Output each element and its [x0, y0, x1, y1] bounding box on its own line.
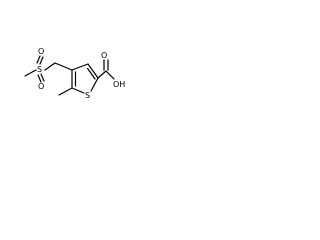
methyl-to-sulfur-bond — [24, 69, 37, 77]
sulfur-to-oxygen-top-bond — [39, 56, 44, 65]
sulfur-to-oxygen-top-bond-2 — [36, 55, 41, 64]
sulfur-to-oxygen-bottom-bond-2 — [37, 74, 42, 83]
ring-bond-s-c5 — [71, 87, 85, 94]
ring-bond-c4-c3 — [71, 63, 89, 71]
ch2-to-ring-bond — [54, 62, 73, 71]
ring-to-carboxyl-bond — [97, 70, 107, 79]
carboxyl-hydroxyl-label: OH — [113, 80, 125, 89]
ring-to-methyl-bond — [58, 87, 73, 96]
sulfone-oxygen-bottom-label: O — [38, 82, 44, 91]
ring-double-bond-c3-c2-inner — [86, 67, 96, 80]
ring-sulfur-label: S — [85, 91, 90, 100]
sulfur-to-oxygen-bottom-bond — [40, 73, 45, 82]
sulfone-sulfur-label: S — [37, 65, 42, 74]
sulfone-oxygen-top-label: O — [38, 47, 44, 56]
ring-bond-c3-c2 — [87, 63, 99, 79]
chemical-structure-diagram: O S O S O OH — [24, 47, 125, 100]
ring-bond-c2-s — [90, 77, 99, 92]
sulfur-to-ch2-bond — [44, 62, 56, 71]
carboxyl-oxygen-label: O — [101, 51, 107, 60]
carboxyl-to-oh-bond — [105, 70, 115, 80]
